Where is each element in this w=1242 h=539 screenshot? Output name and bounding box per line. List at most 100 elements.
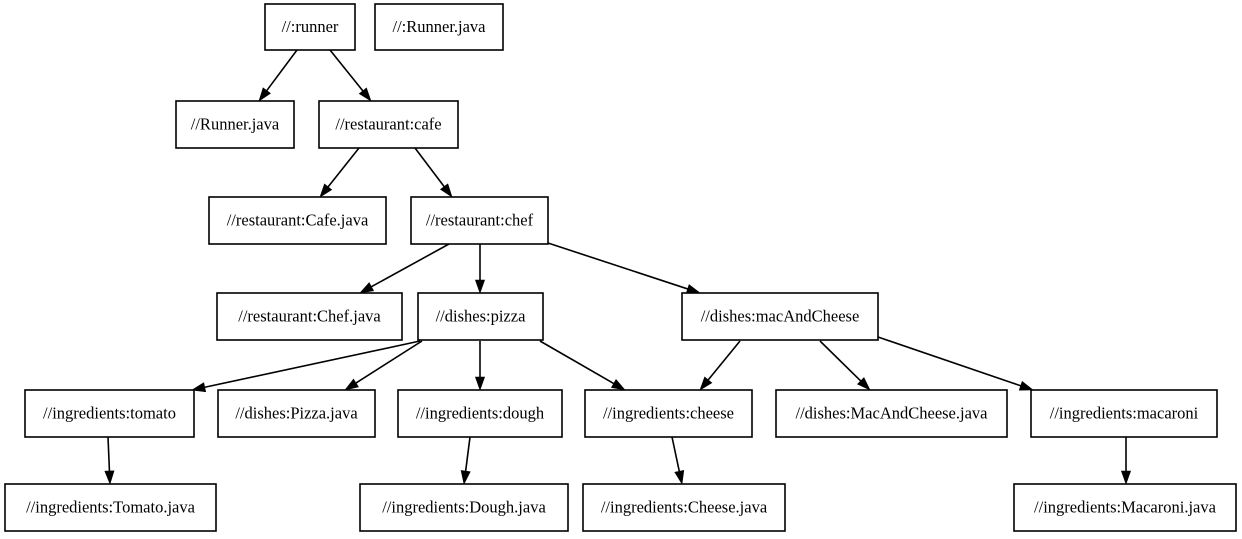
node-box[interactable] — [681, 292, 879, 341]
arrowhead-icon — [359, 282, 375, 294]
node-box[interactable] — [208, 196, 387, 245]
arrowhead-icon — [856, 377, 871, 391]
graph-node[interactable]: //restaurant:chef — [410, 196, 549, 245]
node-label: //dishes:Pizza.java — [235, 403, 358, 422]
graph-edge — [819, 340, 871, 391]
arrowhead-icon — [460, 470, 471, 485]
graph-node[interactable]: //Runner.java — [175, 100, 295, 149]
graph-edge — [474, 341, 486, 391]
graph-edge — [539, 340, 626, 391]
node-box[interactable] — [175, 100, 295, 149]
node-label: //:runner — [282, 17, 339, 36]
node-label: //:Runner.java — [392, 17, 486, 36]
graph-node[interactable]: //restaurant:Chef.java — [216, 292, 403, 341]
arrowhead-icon — [1018, 380, 1034, 391]
graph-edge — [671, 436, 685, 485]
arrowhead-icon — [474, 376, 486, 391]
graph-node[interactable]: //ingredients:tomato — [24, 389, 195, 438]
node-label: //ingredients:Dough.java — [382, 497, 546, 516]
node-box[interactable] — [1030, 389, 1218, 438]
arrowhead-icon — [104, 470, 115, 485]
edge-line — [371, 243, 450, 288]
graph-edge — [460, 436, 471, 485]
arrowhead-icon — [610, 379, 626, 391]
arrowhead-icon — [474, 279, 486, 294]
node-label: //dishes:pizza — [436, 306, 526, 325]
edge-line — [329, 49, 364, 92]
node-box[interactable] — [374, 3, 504, 51]
node-box[interactable] — [318, 100, 459, 149]
node-box[interactable] — [359, 483, 569, 532]
arrowhead-icon — [258, 87, 271, 102]
arrowhead-icon — [439, 183, 453, 198]
graph-edge — [699, 340, 741, 391]
edge-line — [707, 340, 741, 381]
graph-edge — [104, 436, 115, 485]
graph-node[interactable]: //:Runner.java — [374, 3, 504, 51]
edge-line — [204, 340, 421, 389]
graph-node[interactable]: //ingredients:Cheese.java — [582, 483, 786, 532]
graph-node[interactable]: //ingredients:cheese — [584, 389, 753, 438]
edge-layer — [104, 49, 1132, 485]
edge-line — [414, 147, 445, 188]
arrowhead-icon — [685, 284, 701, 294]
node-layer: //:runner //:Runner.java //Runner.java //re… — [4, 3, 1237, 532]
edge-line — [355, 340, 423, 384]
edge-line — [539, 340, 615, 385]
graph-edge — [191, 340, 421, 393]
graph-node[interactable]: //dishes:MacAndCheese.java — [775, 389, 1008, 438]
edge-line — [877, 336, 1021, 387]
arrowhead-icon — [344, 378, 359, 391]
graph-edge — [877, 336, 1034, 391]
node-box[interactable] — [417, 292, 544, 341]
arrowhead-icon — [319, 183, 333, 198]
graph-node[interactable]: //dishes:macAndCheese — [681, 292, 879, 341]
edge-line — [107, 436, 111, 472]
graph-node[interactable]: //ingredients:Dough.java — [359, 483, 569, 532]
node-box[interactable] — [584, 389, 753, 438]
node-label: //restaurant:Cafe.java — [227, 210, 369, 229]
node-label: //ingredients:Macaroni.java — [1034, 497, 1217, 516]
arrowhead-icon — [674, 469, 685, 485]
node-box[interactable] — [775, 389, 1008, 438]
node-label: //ingredients:macaroni — [1050, 403, 1199, 422]
node-box[interactable] — [1013, 483, 1237, 532]
node-label: //Runner.java — [191, 114, 280, 133]
node-label: //restaurant:chef — [426, 210, 534, 229]
node-box[interactable] — [397, 389, 563, 438]
node-box[interactable] — [217, 389, 376, 438]
node-label: //dishes:MacAndCheese.java — [796, 403, 989, 422]
node-box[interactable] — [582, 483, 786, 532]
edge-line — [671, 436, 681, 472]
node-label: //dishes:macAndCheese — [701, 306, 860, 325]
node-label: //restaurant:cafe — [335, 114, 441, 133]
node-box[interactable] — [264, 3, 356, 51]
graph-node[interactable]: //ingredients:Macaroni.java — [1013, 483, 1237, 532]
node-box[interactable] — [216, 292, 403, 341]
node-label: //ingredients:cheese — [603, 403, 734, 422]
node-label: //restaurant:Chef.java — [238, 306, 381, 325]
arrowhead-icon — [699, 376, 713, 391]
node-box[interactable] — [4, 483, 217, 532]
graph-edge — [329, 49, 372, 102]
edge-line — [547, 242, 688, 290]
node-box[interactable] — [410, 196, 549, 245]
graph-node[interactable]: //restaurant:cafe — [318, 100, 459, 149]
graph-node[interactable]: //dishes:Pizza.java — [217, 389, 376, 438]
node-label: //ingredients:Tomato.java — [26, 497, 196, 516]
graph-edge — [319, 147, 360, 198]
graph-edge — [359, 243, 450, 294]
graph-node[interactable]: //ingredients:Tomato.java — [4, 483, 217, 532]
graph-node[interactable]: //restaurant:Cafe.java — [208, 196, 387, 245]
graph-node[interactable]: //:runner — [264, 3, 356, 51]
graph-edge — [474, 244, 486, 294]
graph-node[interactable]: //ingredients:dough — [397, 389, 563, 438]
graph-edge — [344, 340, 423, 391]
node-label: //ingredients:Cheese.java — [601, 497, 768, 516]
graph-edge — [414, 147, 453, 198]
edge-line — [819, 340, 862, 382]
node-box[interactable] — [24, 389, 195, 438]
graph-node[interactable]: //ingredients:macaroni — [1030, 389, 1218, 438]
graph-node[interactable]: //dishes:pizza — [417, 292, 544, 341]
